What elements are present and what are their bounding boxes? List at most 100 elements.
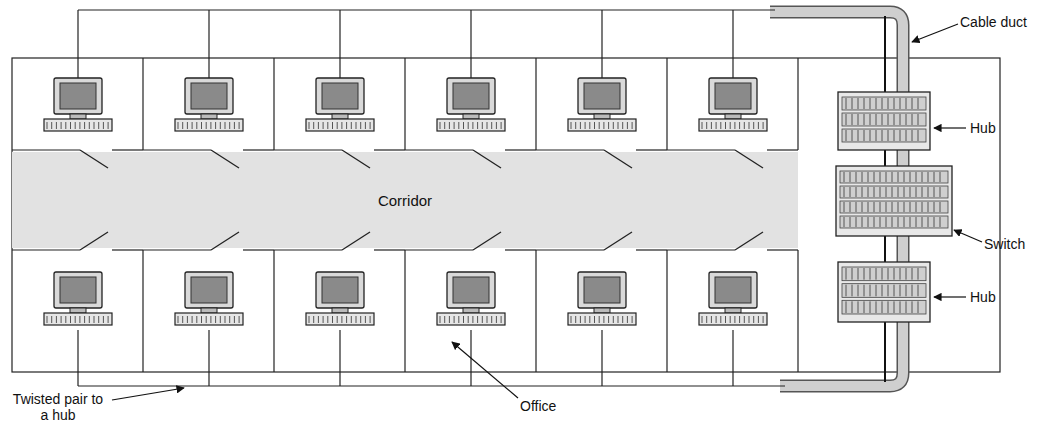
stand	[463, 308, 479, 313]
keyboard	[568, 313, 636, 325]
port	[910, 172, 911, 182]
computer	[699, 272, 767, 325]
port	[928, 217, 929, 227]
port	[862, 202, 863, 212]
port	[906, 114, 907, 125]
keyboard	[306, 119, 374, 131]
port	[870, 114, 871, 125]
key	[491, 316, 492, 323]
port	[880, 187, 881, 197]
callout-label: Hub	[970, 120, 996, 136]
port	[876, 98, 877, 109]
wall	[143, 149, 211, 150]
corridor-floor	[12, 152, 798, 248]
building-outline	[12, 58, 1000, 372]
key	[449, 122, 450, 129]
key	[234, 316, 235, 323]
key	[632, 122, 633, 129]
port	[882, 114, 883, 125]
rack-unit	[836, 166, 952, 236]
key	[332, 122, 333, 129]
key	[594, 316, 595, 323]
key	[70, 316, 71, 323]
port	[870, 98, 871, 109]
key	[585, 122, 586, 129]
port	[928, 172, 929, 182]
key	[706, 316, 707, 323]
port	[912, 98, 913, 109]
port	[876, 285, 877, 297]
key	[61, 316, 62, 323]
key	[182, 122, 183, 129]
port	[894, 268, 895, 280]
key	[220, 316, 221, 323]
door	[211, 232, 239, 250]
port	[844, 172, 845, 182]
key	[487, 122, 488, 129]
key	[318, 316, 319, 323]
key	[622, 122, 623, 129]
port	[904, 172, 905, 182]
port	[912, 268, 913, 280]
key	[89, 122, 90, 129]
port	[934, 217, 935, 227]
key	[79, 122, 80, 129]
port	[846, 98, 847, 109]
callout-label: Cable duct	[960, 14, 1027, 30]
key	[744, 316, 745, 323]
key	[444, 316, 445, 323]
key	[627, 316, 628, 323]
computer	[175, 78, 243, 131]
port	[918, 130, 919, 141]
port	[846, 301, 847, 313]
key	[84, 122, 85, 129]
door	[80, 150, 108, 168]
key	[702, 316, 703, 323]
key	[178, 122, 179, 129]
key	[618, 316, 619, 323]
callout-label: Hub	[970, 289, 996, 305]
key	[239, 122, 240, 129]
key	[327, 122, 328, 129]
port	[880, 172, 881, 182]
key	[589, 316, 590, 323]
wire	[732, 330, 733, 386]
port	[862, 187, 863, 197]
key	[309, 316, 310, 323]
port	[910, 187, 911, 197]
port	[856, 202, 857, 212]
wall	[274, 249, 342, 250]
stand	[70, 114, 86, 119]
key	[603, 316, 604, 323]
key	[491, 122, 492, 129]
key	[608, 122, 609, 129]
key	[75, 316, 76, 323]
wall	[536, 249, 604, 250]
key	[178, 316, 179, 323]
port	[906, 98, 907, 109]
port	[844, 217, 845, 227]
keyboard	[44, 119, 112, 131]
port	[900, 130, 901, 141]
port	[894, 98, 895, 109]
port	[858, 301, 859, 313]
key	[239, 316, 240, 323]
wall	[112, 249, 143, 250]
monitor	[54, 272, 102, 308]
port	[858, 114, 859, 125]
port	[934, 187, 935, 197]
port	[850, 172, 851, 182]
port	[940, 187, 941, 197]
port	[858, 268, 859, 280]
port	[898, 217, 899, 227]
wall	[12, 249, 80, 250]
wall	[404, 250, 405, 372]
key	[210, 316, 211, 323]
keyboard	[437, 119, 505, 131]
port	[856, 217, 857, 227]
stand	[332, 308, 348, 313]
key	[618, 122, 619, 129]
key	[192, 122, 193, 129]
port	[940, 202, 941, 212]
key	[702, 122, 703, 129]
